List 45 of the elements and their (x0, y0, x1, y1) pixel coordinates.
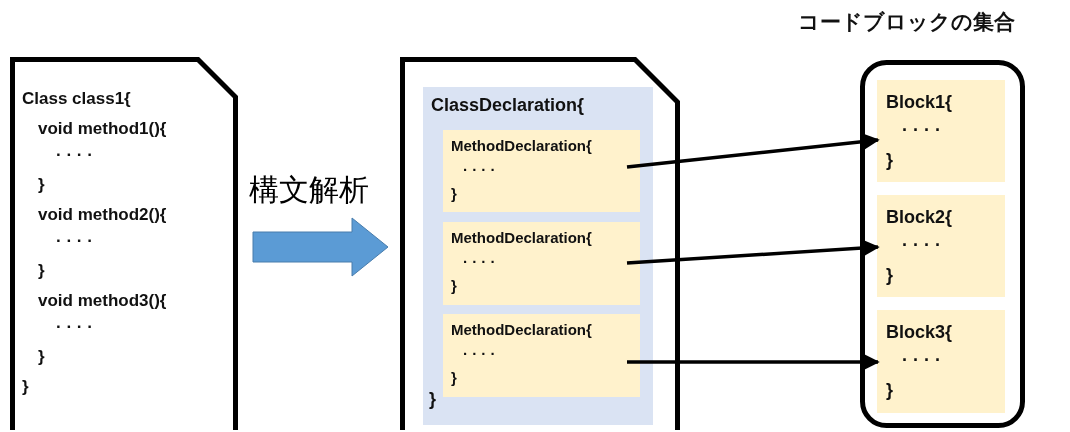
code-block (877, 310, 1005, 413)
code-line: · · · · (902, 235, 941, 255)
code-line: · · · · (463, 344, 496, 364)
code-block (877, 195, 1005, 297)
code-line: } (38, 347, 45, 367)
code-line: } (429, 389, 436, 409)
code-line: Block2{ (886, 207, 953, 227)
code-line: } (38, 175, 45, 195)
code-line: } (451, 276, 457, 296)
code-line: } (886, 380, 893, 400)
code-line: · · · · (56, 317, 93, 337)
code-line: Class class1{ (22, 89, 131, 109)
source-document (10, 57, 238, 430)
code-block (877, 80, 1005, 182)
code-line: void method3(){ (38, 291, 167, 311)
collection-title: コードブロックの集合 (798, 12, 1015, 32)
code-line: } (886, 150, 893, 170)
code-line: Block3{ (886, 322, 953, 342)
code-line: · · · · (463, 252, 496, 272)
code-line: · · · · (463, 160, 496, 180)
code-line: MethodDeclaration{ (451, 136, 592, 156)
code-line: MethodDeclaration{ (451, 320, 592, 340)
code-line: · · · · (56, 231, 93, 251)
method-box (443, 130, 640, 212)
code-line: } (451, 368, 457, 388)
code-line: } (38, 261, 45, 281)
arrow (627, 353, 880, 371)
parsed-document (400, 57, 680, 430)
code-line: } (886, 265, 893, 285)
arrow (626, 133, 880, 169)
code-line: void method1(){ (38, 119, 167, 139)
code-line: } (451, 184, 457, 204)
class-panel (423, 87, 653, 425)
code-line: ClassDeclaration{ (431, 95, 585, 115)
method-box (443, 314, 640, 397)
code-line: } (22, 377, 29, 397)
code-line: · · · · (902, 350, 941, 370)
code-line: MethodDeclaration{ (451, 228, 592, 248)
code-line: void method2(){ (38, 205, 167, 225)
block-arrow (252, 217, 389, 277)
method-box (443, 222, 640, 305)
code-line: · · · · (56, 145, 93, 165)
code-line: Block1{ (886, 92, 953, 112)
arrow (626, 239, 880, 265)
code-line: · · · · (902, 120, 941, 140)
